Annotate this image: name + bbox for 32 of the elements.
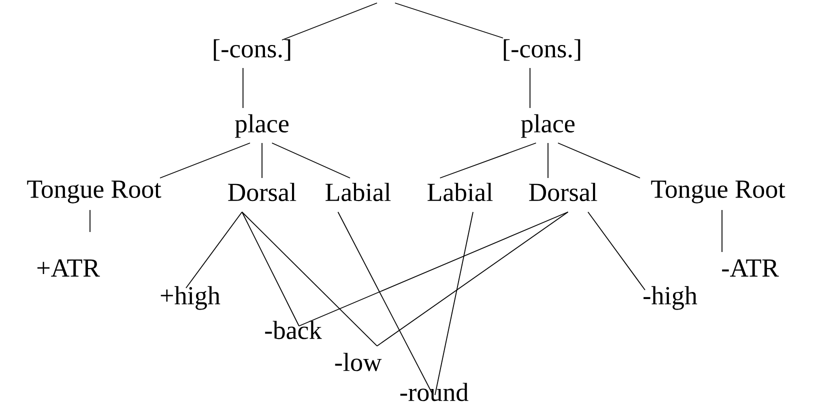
branch-line <box>558 142 640 178</box>
feature-label: Dorsal <box>228 182 296 202</box>
branch-line <box>186 212 242 288</box>
branch-line <box>588 212 646 290</box>
branch-line <box>338 212 434 396</box>
feature-label: Labial <box>326 182 391 202</box>
branch-line <box>282 2 378 40</box>
branch-line <box>440 142 536 178</box>
branch-line <box>272 142 350 178</box>
branch-line <box>160 142 250 178</box>
branch-line <box>376 212 568 346</box>
feature-label: +high <box>160 286 220 310</box>
feature-label: Labial <box>428 182 493 202</box>
feature-label: -ATR <box>722 259 779 277</box>
feature-label: [-cons.] <box>214 39 290 61</box>
feature-label: [-cons.] <box>504 39 580 61</box>
feature-label: place <box>521 114 575 138</box>
branch-line <box>434 212 474 396</box>
branch-line <box>242 212 378 346</box>
feature-label: Tongue Root <box>27 180 162 204</box>
feature-label: -low <box>335 352 382 372</box>
feature-label: place <box>235 114 289 138</box>
feature-label: Dorsal <box>529 182 598 202</box>
feature-label: Tongue Root <box>651 180 786 204</box>
branch-line <box>242 212 300 326</box>
branch-line <box>298 212 568 326</box>
feature-label: -back <box>265 320 322 340</box>
feature-label: -high <box>644 286 698 310</box>
branch-line <box>394 2 504 38</box>
branch-line <box>242 68 244 108</box>
feature-label: +ATR <box>37 259 100 277</box>
feature-label: -round <box>400 382 468 402</box>
